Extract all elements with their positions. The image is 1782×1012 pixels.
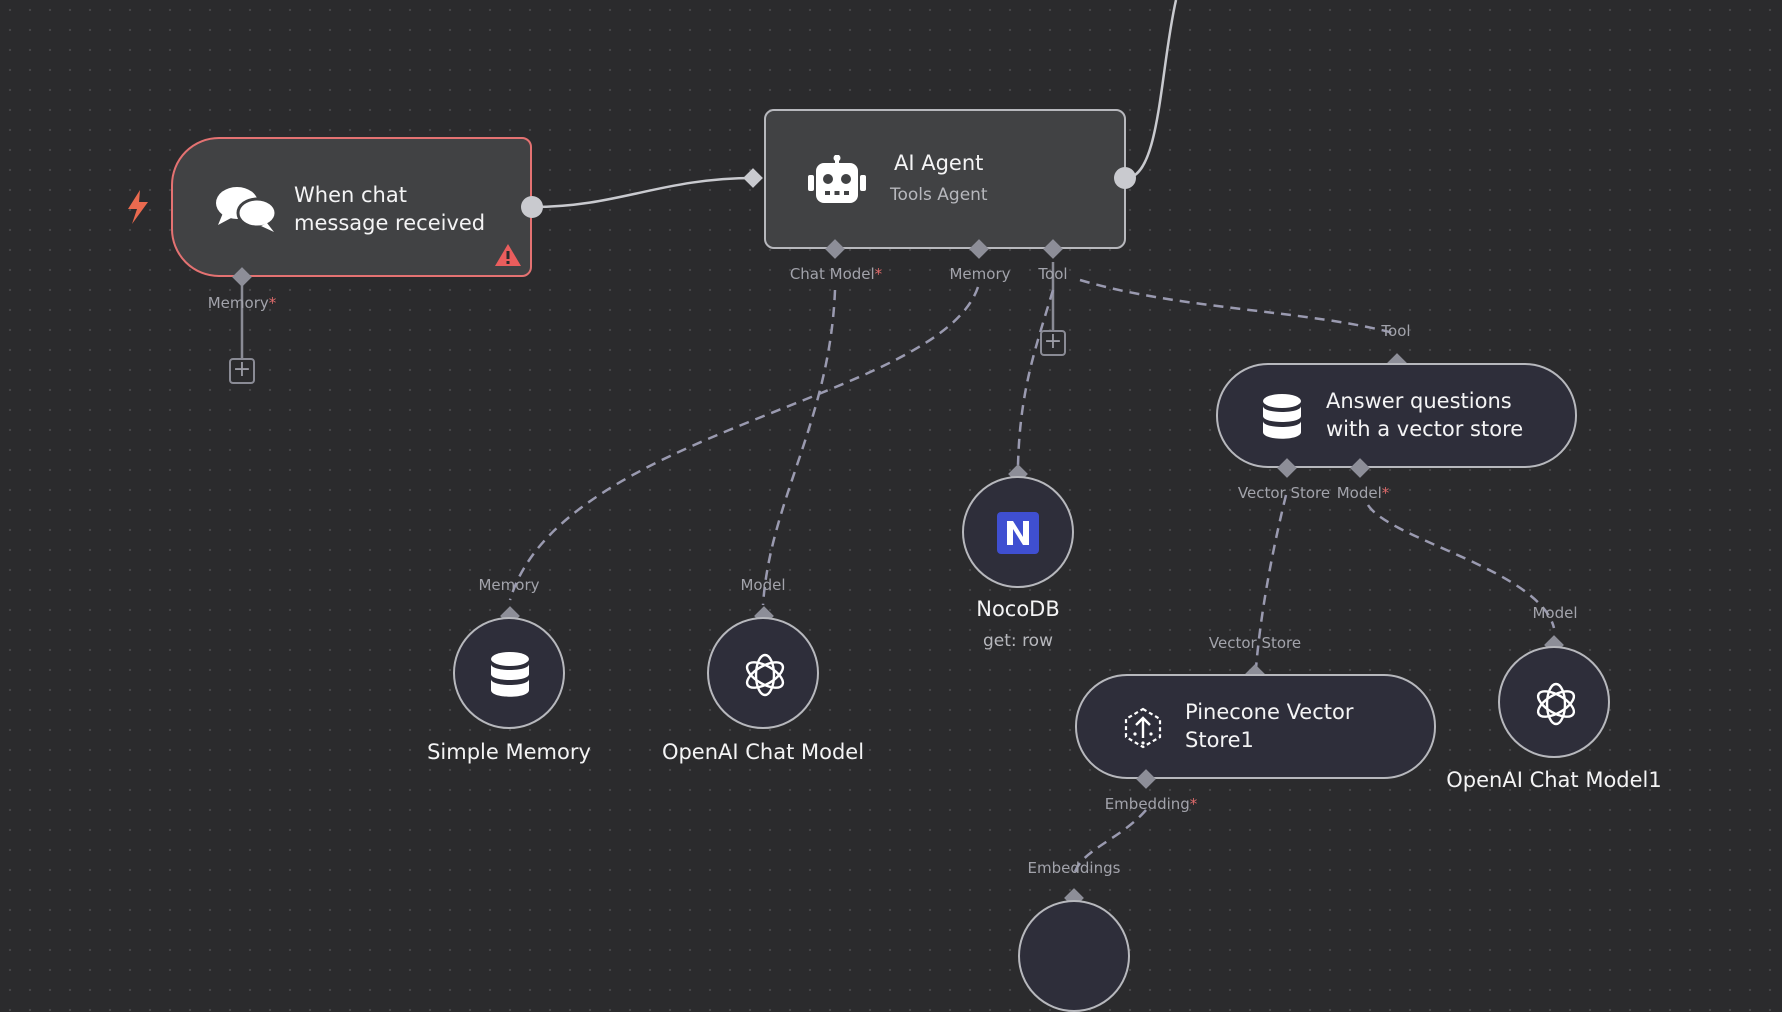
pinecone-icon — [1124, 707, 1162, 749]
node-openai-chat-model1-title: OpenAI Chat Model1 — [1446, 768, 1662, 792]
wire-embedding — [1072, 809, 1147, 876]
chat-bubbles-icon — [216, 187, 277, 232]
wire-trigger-to-agent — [531, 176, 756, 209]
node-chat-trigger[interactable]: When chat message received — [171, 137, 532, 277]
memory-input-label: Memory — [478, 576, 540, 594]
node-simple-memory-title: Simple Memory — [427, 740, 591, 764]
wire-chat-model — [761, 289, 837, 606]
model1-input-label: Model — [1532, 604, 1578, 622]
database-icon — [1263, 394, 1301, 439]
openai-icon — [745, 653, 785, 697]
wire-tool-nocodb — [1016, 289, 1055, 466]
embeddings-input-label: Embeddings — [1027, 859, 1121, 877]
node-pinecone-title: Pinecone Vector Store1 — [1185, 700, 1354, 752]
qa-vector-store-label: Vector Store — [1237, 484, 1331, 502]
agent-tool-label: Tool — [1038, 265, 1068, 283]
node-nocodb[interactable] — [962, 476, 1074, 588]
agent-output-handle[interactable] — [1114, 167, 1136, 189]
model-input-label: Model — [740, 576, 786, 594]
nocodb-icon — [997, 512, 1039, 554]
agent-tool-add-button[interactable]: + — [1040, 330, 1066, 356]
database-icon — [491, 652, 529, 697]
qa-model-label: Model* — [1336, 484, 1390, 502]
agent-chat-model-label: Chat Model* — [789, 265, 883, 283]
wire-tool-qa — [1079, 278, 1398, 336]
trigger-bolt-icon — [128, 190, 148, 224]
trigger-output-handle[interactable] — [521, 196, 543, 218]
node-vector-store-qa[interactable]: Answer questions with a vector store — [1216, 363, 1577, 468]
wire-qa-model — [1366, 504, 1556, 629]
node-ai-agent[interactable]: AI Agent Tools Agent — [764, 109, 1126, 249]
qa-tool-label: Tool — [1381, 322, 1411, 340]
node-pinecone[interactable]: Pinecone Vector Store1 — [1075, 674, 1436, 779]
openai-icon — [1536, 682, 1576, 726]
node-nocodb-title: NocoDB — [976, 597, 1060, 621]
node-embeddings-partial[interactable] — [1018, 900, 1130, 1012]
node-openai-chat-model[interactable] — [707, 617, 819, 729]
warning-triangle-icon — [495, 244, 521, 266]
agent-memory-label: Memory — [949, 265, 1011, 283]
node-openai-chat-model-title: OpenAI Chat Model — [661, 740, 865, 764]
node-simple-memory[interactable] — [453, 617, 565, 729]
trigger-memory-add-button[interactable]: + — [229, 358, 255, 384]
trigger-memory-label: Memory* — [207, 294, 277, 312]
connection-wires — [240, 0, 1556, 876]
wire-qa-vector-store — [1254, 494, 1288, 669]
node-ai-agent-subtitle: Tools Agent — [890, 185, 988, 205]
pinecone-vector-store-label: Vector Store — [1208, 634, 1302, 652]
node-vector-store-qa-title: Answer questions with a vector store — [1326, 389, 1524, 441]
wire-memory — [508, 286, 980, 601]
pinecone-embedding-label: Embedding* — [1104, 795, 1198, 813]
node-openai-chat-model1[interactable] — [1498, 646, 1610, 758]
node-nocodb-subtitle: get: row — [983, 631, 1053, 651]
robot-icon — [808, 155, 866, 203]
node-chat-trigger-title: When chat message received — [294, 183, 486, 235]
node-ai-agent-title: AI Agent — [894, 151, 984, 175]
wire-agent-out — [1125, 0, 1178, 180]
